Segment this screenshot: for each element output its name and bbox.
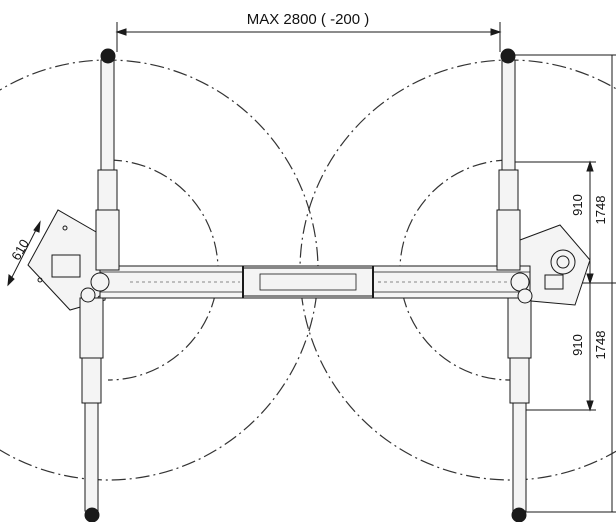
right-column — [519, 224, 591, 306]
arm-bottom-right — [507, 297, 532, 522]
top-width-label: MAX 2800 ( -200 ) — [247, 11, 370, 28]
lower-outer-label: 1748 — [593, 331, 608, 360]
base-dimension: 610 — [7, 220, 41, 287]
cross-beam — [99, 265, 531, 299]
right-pump — [544, 274, 564, 290]
base-width-label: 610 — [8, 237, 32, 263]
upper-inner-label: 910 — [570, 194, 585, 216]
arm-top-right — [496, 48, 521, 271]
right-motor — [550, 249, 576, 275]
arm-pivots — [80, 272, 533, 304]
swing-arc-inner-tl — [107, 159, 219, 271]
pad-top-right — [500, 48, 516, 64]
arm-bottom-left — [79, 297, 104, 522]
swing-arc-inner-br — [399, 269, 511, 381]
upper-outer-label: 1748 — [593, 196, 608, 225]
pad-bottom-right — [511, 507, 527, 522]
right-dimensions: 910 1748 910 1748 — [515, 54, 616, 513]
arm-top-left — [95, 48, 120, 271]
top-dimension: MAX 2800 ( -200 ) — [115, 11, 502, 52]
swing-arc-inner-bl — [107, 269, 219, 381]
swing-arc-inner-tr — [399, 159, 511, 271]
pad-bottom-left — [84, 507, 100, 522]
beam-center-section — [242, 267, 374, 297]
lower-inner-label: 910 — [570, 334, 585, 356]
pad-top-left — [100, 48, 116, 64]
left-control-box — [51, 254, 81, 278]
